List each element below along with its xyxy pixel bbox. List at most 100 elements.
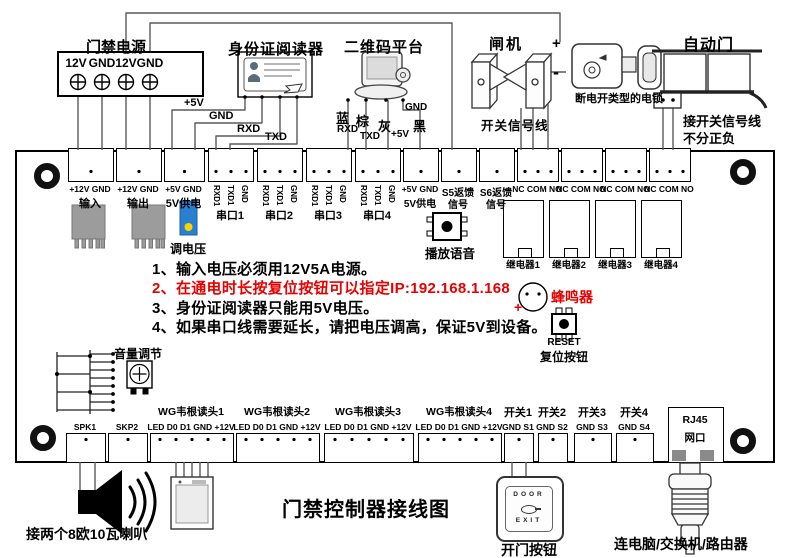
sw4-title: 开关4 (619, 407, 649, 419)
relay-4-label: 继电器4 (644, 260, 678, 271)
block-name-output: 输出 (127, 198, 149, 210)
terminal-dots (565, 169, 599, 174)
terminal-dots (359, 169, 397, 174)
wg1-pins: LED D0 D1 GND +12V (147, 422, 235, 432)
id-reader-wire-rxd: RXD (237, 123, 261, 135)
wg1-title: WG韦根读头1 (158, 406, 224, 418)
note-3: 3、身份证阅读器只能用5V电压。 (152, 300, 379, 317)
id-card-reader-icon (237, 51, 313, 99)
wg2-title: WG韦根读头2 (244, 406, 310, 418)
card-reader-device-icon (170, 476, 214, 530)
terminal-dots (70, 437, 102, 442)
qr-wire-black: 黑 (413, 119, 427, 134)
volume-pot-icon (126, 360, 153, 395)
gate-signal-label: 开关信号线 (481, 119, 549, 133)
block-name-com3: 串口3 (313, 210, 343, 222)
qr-wire-blue: 蓝 (336, 111, 350, 126)
sw1-pins: GND S1 (502, 422, 534, 432)
power-title-text: 门禁电源 (86, 39, 147, 56)
terminal-block-sw2 (538, 433, 568, 463)
terminal-dots (521, 169, 555, 174)
terminal-block-com4 (355, 148, 401, 182)
lock-minus: - (553, 62, 559, 82)
block-pins-s6: S6返馈 (479, 188, 513, 199)
speaker-label: 接两个8欧10瓦喇叭 (26, 526, 148, 542)
com3-pin-gnd: GND (338, 185, 347, 203)
block-pins-nc4: NC COM NO (644, 184, 694, 194)
rj45-plug-icon (668, 462, 712, 555)
qr-wire-gray: 灰 (378, 119, 392, 134)
note-1: 1、输入电压必须用12V5A电源。 (152, 261, 377, 278)
terminal-block-com3 (306, 148, 352, 182)
electric-lock-icon (571, 43, 662, 90)
exit-button-label: 开门按钮 (501, 542, 557, 558)
block-pins-5v: +5V GND (165, 184, 202, 194)
buzzer-icon (518, 282, 548, 312)
exit-face-door: DOOR (513, 491, 545, 498)
block-name-5v: 5V供电 (165, 198, 202, 210)
com3-pin-txd: TXD1 (324, 185, 333, 206)
door-note-2: 不分正负 (683, 131, 736, 146)
terminal-block-s6 (479, 148, 515, 182)
exit-face-exit: EXIT (515, 517, 543, 524)
terminal-dots (508, 437, 530, 442)
wires (77, 12, 674, 490)
com3-pin-rxd: RXD1 (310, 185, 319, 207)
terminal-block-wg3 (324, 433, 414, 463)
wg4-title: WG韦根读头4 (426, 406, 492, 418)
block-pins-output: +12V GND (117, 184, 159, 194)
diagram-title: 门禁控制器接线图 (282, 499, 450, 521)
terminal-dots (445, 169, 473, 174)
wg2-pins: LED D0 D1 GND +12V (233, 422, 321, 432)
terminal-dots (483, 169, 511, 174)
qr-wire-5v: +5V (391, 129, 410, 140)
terminal-dots (261, 169, 299, 174)
terminal-dots (542, 437, 564, 442)
terminal-block-s5 (441, 148, 477, 182)
buzzer-label: 蜂鸣器 (551, 289, 593, 305)
block-pins-nc3: NC COM NO (600, 184, 650, 194)
id-reader-wire-5v: +5V (184, 97, 204, 109)
terminal-block-sw1 (504, 433, 534, 463)
sw3-pins: GND S3 (576, 422, 608, 432)
block-pins-nc1: NC COM NO (512, 184, 562, 194)
sw2-pins: GND S2 (536, 422, 568, 432)
id-reader-wire-gnd: GND (209, 110, 234, 122)
exit-button-device: DOOR EXIT (496, 476, 564, 542)
volume-label: 音量调节 (114, 347, 163, 361)
relay-1 (503, 200, 544, 258)
com2-pin-txd: TXD1 (275, 185, 284, 206)
terminal-block-wg4 (418, 433, 502, 463)
note-2: 2、在通电时长按复位按钮可以指定IP:192.168.1.168 (152, 280, 511, 297)
block-name-com1: 串口1 (215, 210, 245, 222)
relay-4 (641, 200, 682, 258)
block-name-com2: 串口2 (264, 210, 294, 222)
exit-key-icon (521, 505, 541, 514)
com4-pin-txd: TXD1 (373, 185, 382, 206)
relay-notch (609, 248, 624, 258)
relay-notch (517, 248, 532, 258)
adjust-voltage-label: 调电压 (170, 242, 207, 256)
automatic-door-icon (652, 49, 768, 109)
terminal-block-input (68, 148, 114, 182)
block-name-com4: 串口4 (362, 210, 392, 222)
sw3-title: 开关3 (577, 407, 607, 419)
com4-pin-gnd: GND (387, 185, 396, 203)
mounting-holes (30, 159, 756, 454)
reset-label-cn: 复位按钮 (539, 350, 588, 364)
terminal-dots (72, 169, 110, 174)
power-terminal-3: 12V (115, 56, 137, 70)
terminal-dots (653, 169, 687, 174)
terminal-block-relay1 (517, 148, 559, 182)
skp2-label: SKP2 (115, 422, 139, 432)
terminal-block-relay2 (561, 148, 603, 182)
volume-ladder-icon (55, 350, 115, 414)
terminal-dots (609, 169, 643, 174)
rj45-label-1: RJ45 (682, 414, 708, 426)
block-pins-nc2: NC COM NO (556, 184, 606, 194)
gate-title: 闸机 (489, 36, 524, 53)
header-connectors-icon (71, 204, 166, 249)
lock-plus: + (552, 35, 561, 52)
qr-scanner-icon (346, 51, 411, 102)
